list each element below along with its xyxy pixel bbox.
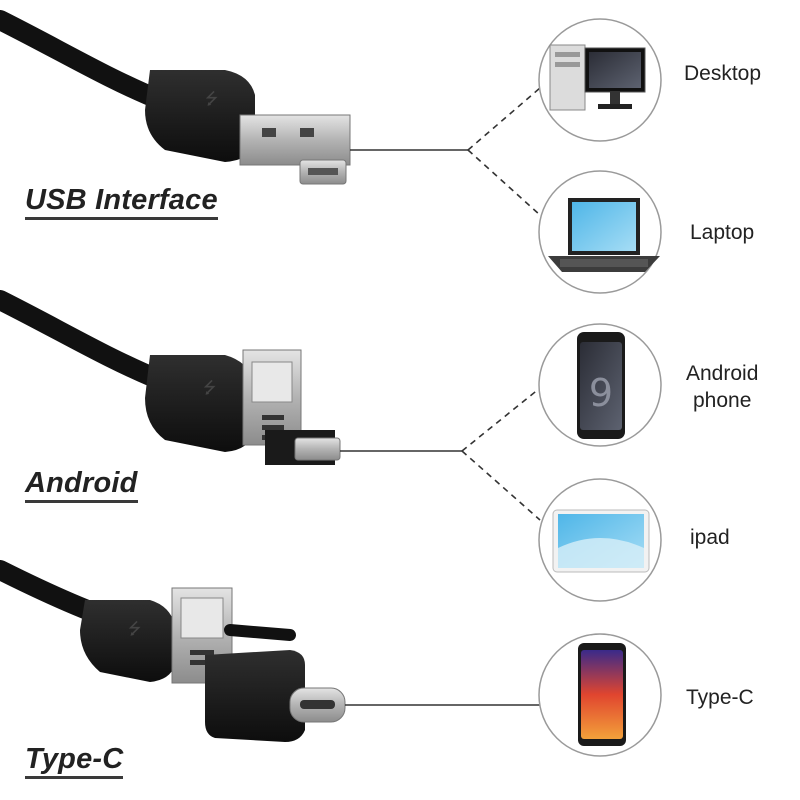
usb-symbol-icon: ⭍ xyxy=(128,619,141,638)
usb-connector-lines xyxy=(350,87,541,216)
desktop-computer-icon xyxy=(549,44,646,111)
nine-logo-icon: 9 xyxy=(589,371,613,415)
laptop-icon xyxy=(548,198,660,272)
android-phone-label: Android phone xyxy=(686,360,758,414)
desktop-device xyxy=(538,18,662,142)
desktop-label: Desktop xyxy=(684,62,762,85)
usb-symbol-icon: ⭍ xyxy=(203,378,216,397)
android-label: Android xyxy=(25,468,138,504)
typec-phone-device xyxy=(538,633,662,757)
tablet-icon xyxy=(552,509,650,573)
typec-device-label: Type-C xyxy=(686,686,754,709)
ipad-device xyxy=(538,478,662,602)
android-phone-label-line1: Android xyxy=(686,362,759,385)
typec-cable: ⭍ xyxy=(0,560,346,742)
android-cable: ⭍ xyxy=(0,290,341,465)
laptop-device xyxy=(538,170,662,294)
usb-symbol-icon: ⭍ xyxy=(205,89,218,108)
android-connector-lines xyxy=(340,387,541,521)
android-phone-label-line2: phone xyxy=(692,389,752,412)
android-phone-icon: 9 xyxy=(577,332,625,439)
laptop-label: Laptop xyxy=(690,221,755,244)
typec-label: Type-C xyxy=(25,744,124,780)
android-phone-device: 9 xyxy=(538,323,662,447)
usb-cable: ⭍ xyxy=(0,10,351,185)
usb-interface-label: USB Interface xyxy=(25,185,218,221)
ipad-label: ipad xyxy=(690,526,730,549)
typec-phone-icon xyxy=(578,643,626,746)
